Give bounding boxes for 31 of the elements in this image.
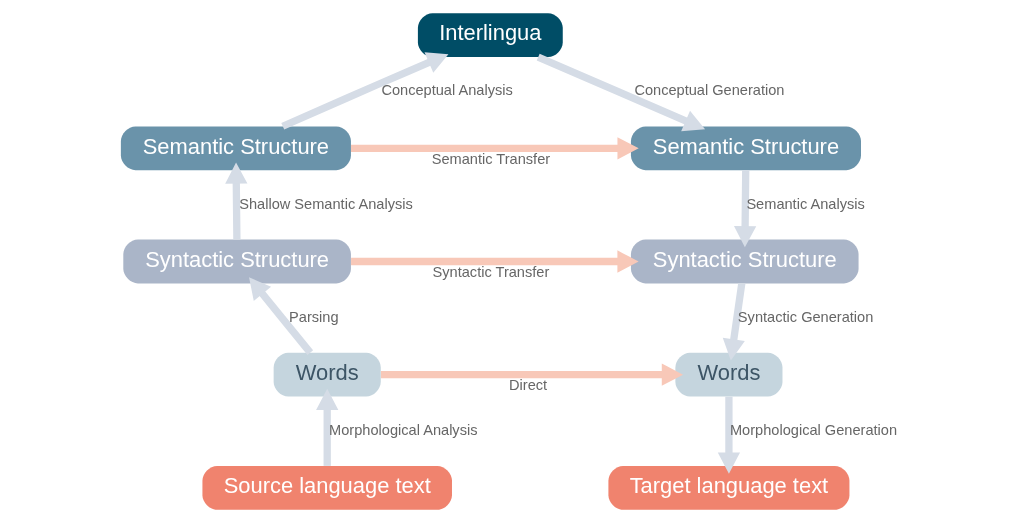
arrow	[380, 363, 684, 386]
arrow	[722, 282, 746, 361]
arrow	[536, 53, 706, 132]
edge-label: Morphological Generation	[729, 422, 898, 439]
arrow	[734, 170, 757, 248]
node-box: Words	[273, 352, 381, 397]
edge-label: Direct	[509, 377, 548, 394]
edge-label: Syntactic Transfer	[432, 263, 550, 280]
edge-label: Conceptual Generation	[634, 82, 785, 99]
arrow	[225, 162, 248, 240]
edge-label: Parsing	[289, 308, 339, 325]
edge-label: Morphological Analysis	[329, 422, 478, 439]
edge-label: Syntactic Generation	[737, 308, 874, 325]
edge-label: Semantic Transfer	[431, 150, 551, 167]
node-box: Interlingua	[417, 13, 563, 57]
node-box: Syntactic Structure	[630, 239, 859, 284]
node-box: Target language text	[608, 466, 850, 510]
arrow	[316, 388, 339, 466]
node-box: Source language text	[202, 466, 452, 510]
edge-label: Semantic Analysis	[746, 195, 865, 212]
edge-label: Conceptual Analysis	[381, 82, 513, 99]
arrow	[249, 277, 314, 355]
arrow	[351, 137, 639, 160]
arrow	[281, 52, 449, 130]
node-box: Words	[675, 352, 783, 397]
node-box: Syntactic Structure	[123, 239, 351, 284]
arrow	[351, 250, 639, 273]
node-box: Semantic Structure	[120, 126, 351, 171]
arrow	[717, 396, 741, 474]
edge-label: Shallow Semantic Analysis	[239, 195, 413, 212]
node-box: Semantic Structure	[630, 126, 861, 171]
